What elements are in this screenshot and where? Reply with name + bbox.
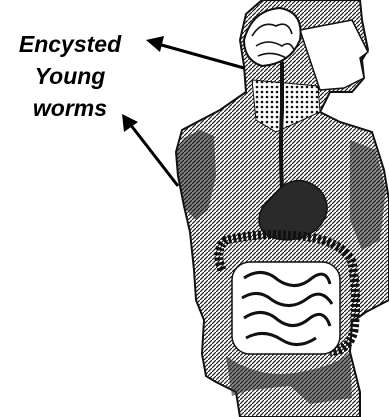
pointer-arrow [146,36,244,68]
label-encysted: Encysted [0,28,140,60]
label-young: Young [0,60,140,92]
label-worms: worms [0,92,140,124]
pointer-arrow [122,114,178,186]
small-intestine [232,262,340,354]
esophagus [281,62,282,190]
